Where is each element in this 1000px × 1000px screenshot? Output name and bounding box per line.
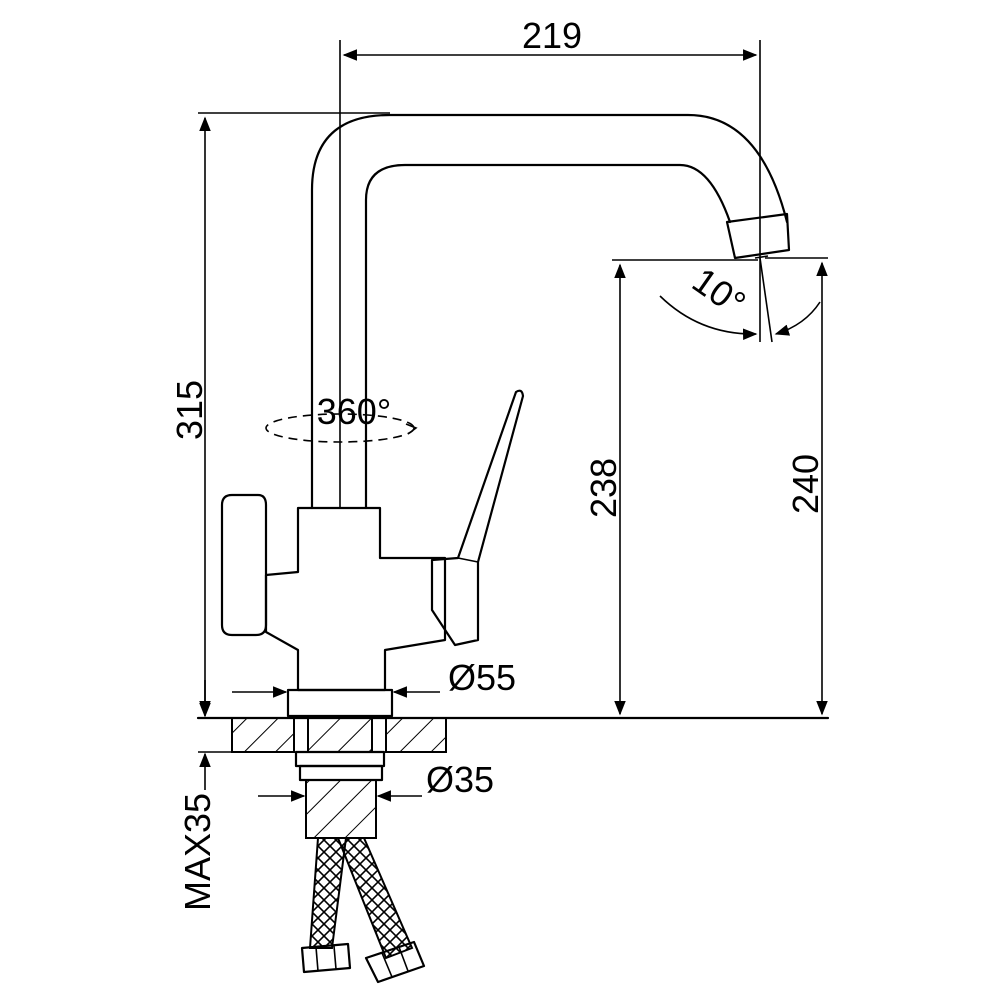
width-label: 219 xyxy=(522,15,582,56)
spout-inner xyxy=(364,163,732,510)
lever-joint xyxy=(457,557,479,563)
dimension-base-diameter: Ø55 xyxy=(232,657,516,698)
lever-handle xyxy=(430,389,525,647)
dimension-spout-height-a: 238 xyxy=(583,259,758,716)
hose-nut-left-edge xyxy=(315,946,319,972)
max-thickness-label: MAX35 xyxy=(177,793,218,911)
countertop xyxy=(196,716,830,753)
hose-left xyxy=(308,837,348,949)
rotation-indicator: 360° xyxy=(265,391,418,443)
thread-diameter-label: Ø35 xyxy=(426,759,494,800)
aerator-outlet xyxy=(754,255,769,259)
counter-section-left xyxy=(231,717,295,753)
aerator xyxy=(725,212,791,260)
washer xyxy=(294,750,386,768)
angle-label: 10° xyxy=(685,259,753,324)
hose-nut-right-edge2 xyxy=(398,946,409,972)
nut xyxy=(298,764,384,782)
spout-height-b-label: 240 xyxy=(785,454,826,514)
counter-section-right xyxy=(385,717,447,753)
hose-nut-right-edge xyxy=(381,952,393,978)
hose-nut-left xyxy=(300,942,352,974)
angle-arc-left xyxy=(659,295,758,340)
filter-handle xyxy=(220,493,268,637)
threaded-shank xyxy=(305,779,377,839)
spout-height-a-label: 238 xyxy=(583,458,624,518)
body-block xyxy=(264,506,447,692)
dimension-width: 219 xyxy=(339,15,761,508)
faucet-body xyxy=(220,113,791,718)
total-height-label: 315 xyxy=(169,380,210,440)
angle-leg-tilted xyxy=(759,257,773,343)
dimension-spout-height-b: 240 xyxy=(765,257,828,716)
base-flange xyxy=(286,688,394,718)
dimension-max-thickness: MAX35 xyxy=(177,680,218,911)
base-diameter-label: Ø55 xyxy=(448,657,516,698)
angle-arc-right xyxy=(774,301,821,336)
rotation-arrow-icon xyxy=(405,423,418,435)
dimension-angle: 10° xyxy=(659,257,821,343)
hose-nut-left-edge2 xyxy=(333,945,337,970)
hose-right xyxy=(336,837,414,960)
mounting-stud-section xyxy=(307,717,373,753)
hose-nut-right xyxy=(364,940,426,984)
spout-outer xyxy=(310,113,789,510)
under-counter-fittings xyxy=(294,750,426,984)
rotation-label: 360° xyxy=(317,391,391,432)
dimension-total-height: 315 xyxy=(169,112,390,716)
dimension-thread-diameter: Ø35 xyxy=(258,759,494,802)
